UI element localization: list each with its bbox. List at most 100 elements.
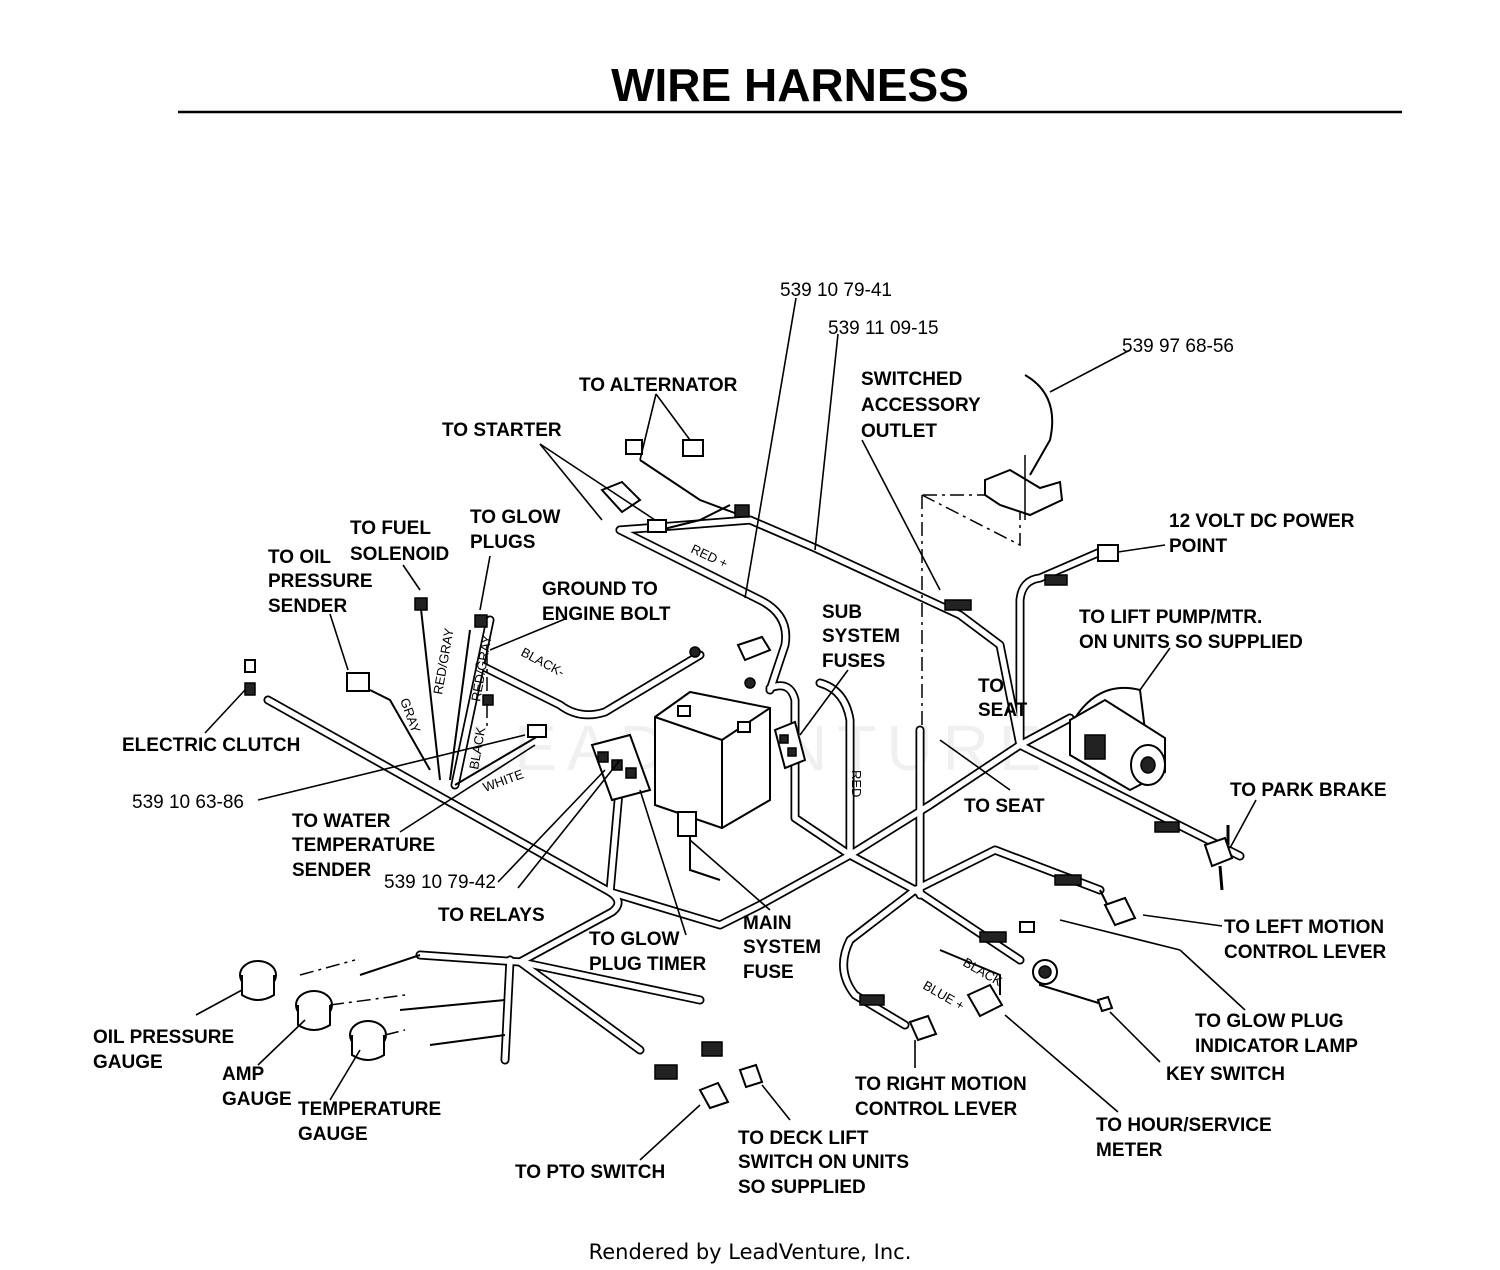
- label-key-switch: KEY SWITCH: [1166, 1064, 1285, 1085]
- label-sub-fuses-2: SYSTEM: [822, 626, 900, 647]
- hour-meter: [966, 921, 1035, 1018]
- callout-labels: TO ALTERNATOR TO STARTER SWITCHED ACCESS…: [93, 369, 1387, 1198]
- park-brake-switch: [1154, 821, 1234, 891]
- part-numbers: 539 10 79-41 539 11 09-15 539 97 68-56 5…: [132, 280, 1234, 893]
- label-main-fuse-2: SYSTEM: [743, 937, 821, 958]
- label-indicator-lamp-2: INDICATOR LAMP: [1195, 1036, 1358, 1057]
- clutch-connector-1: [244, 659, 256, 673]
- label-switched-outlet-1: SWITCHED: [861, 369, 962, 390]
- label-temp-gauge-1: TEMPERATURE: [298, 1099, 441, 1120]
- label-to-seat-a-2: SEAT: [978, 700, 1028, 721]
- part-number-5: 539 10 79-42: [384, 872, 496, 893]
- label-hour-meter-2: METER: [1096, 1140, 1163, 1161]
- footer-credit: Rendered by LeadVenture, Inc.: [589, 1240, 912, 1264]
- oil-sender-connector: [346, 672, 370, 692]
- clutch-connector-2: [244, 682, 256, 696]
- label-to-relays: TO RELAYS: [438, 905, 545, 926]
- gauge-leads-3: [429, 1034, 506, 1046]
- label-electric-clutch: ELECTRIC CLUTCH: [122, 735, 300, 756]
- relay-block: [590, 733, 652, 802]
- wire-label-black-minus: BLACK-: [519, 644, 568, 679]
- label-power-point-1: 12 VOLT DC POWER: [1169, 511, 1355, 532]
- water-sender-connector: [527, 724, 547, 738]
- wire-label-red: RED: [849, 770, 864, 797]
- label-glow-plugs-1: TO GLOW: [470, 507, 560, 528]
- label-temp-gauge-2: GAUGE: [298, 1124, 368, 1145]
- gauge-dash-3: [384, 1029, 406, 1036]
- left-motion-connector: [1054, 874, 1137, 927]
- power-point-connector: [1097, 544, 1119, 562]
- label-left-motion-1: TO LEFT MOTION: [1224, 917, 1384, 938]
- glow-plug-connector: [474, 614, 488, 628]
- label-to-starter: TO STARTER: [442, 420, 562, 441]
- label-glow-timer-2: PLUG TIMER: [589, 954, 706, 975]
- label-oil-sender-3: SENDER: [268, 596, 347, 617]
- battery: [654, 690, 771, 830]
- label-right-motion-2: CONTROL LEVER: [855, 1099, 1017, 1120]
- label-ground-2: ENGINE BOLT: [542, 604, 671, 625]
- harness-bundles: [263, 515, 1245, 1065]
- outlet-outline: [921, 494, 1021, 547]
- label-deck-lift-2: SWITCH ON UNITS: [738, 1152, 909, 1173]
- label-switched-outlet-2: ACCESSORY: [861, 395, 981, 416]
- wire-label-black-a: BLACK: [466, 726, 488, 771]
- label-indicator-lamp-1: TO GLOW PLUG: [1195, 1011, 1343, 1032]
- label-to-seat-a-1: TO: [978, 676, 1004, 697]
- label-ground-1: GROUND TO: [542, 579, 658, 600]
- ground-connector: [689, 635, 772, 689]
- wire-label-gray: GRAY: [397, 696, 423, 735]
- leader-lines: [195, 297, 1257, 1161]
- wire-label-black-b: BLACK: [961, 955, 1006, 989]
- thin-wires: [369, 374, 1146, 1006]
- label-to-seat-b: TO SEAT: [964, 796, 1045, 817]
- gauge-leads-2: [399, 999, 506, 1011]
- label-oil-sender-1: TO OIL: [268, 547, 331, 568]
- sub-system-fuses: [773, 720, 807, 770]
- label-park-brake: TO PARK BRAKE: [1230, 780, 1387, 801]
- label-amp-gauge-1: AMP: [222, 1064, 265, 1085]
- gauge-dash-2: [329, 994, 406, 1006]
- label-oil-gauge-1: OIL PRESSURE: [93, 1027, 234, 1048]
- main-system-fuse: [677, 811, 697, 837]
- label-oil-sender-2: PRESSURE: [268, 571, 373, 592]
- label-pto-switch: TO PTO SWITCH: [515, 1162, 665, 1183]
- outlet-plug: [944, 599, 972, 611]
- label-switched-outlet-3: OUTLET: [861, 421, 937, 442]
- part-number-3: 539 97 68-56: [1122, 336, 1234, 357]
- fuel-solenoid-connector: [414, 597, 428, 611]
- wire-label-blue-plus: BLUE +: [921, 978, 968, 1014]
- label-deck-lift-3: SO SUPPLIED: [738, 1177, 866, 1198]
- label-main-fuse-3: FUSE: [743, 962, 794, 983]
- label-lift-pump-2: ON UNITS SO SUPPLIED: [1079, 632, 1303, 653]
- wire-label-red-gray-1: RED/GRAY: [430, 627, 456, 696]
- part-number-4: 539 10 63-86: [132, 792, 244, 813]
- alternator-connector: [625, 439, 750, 518]
- right-motion-connector: [859, 994, 938, 1042]
- label-water-sender-1: TO WATER: [292, 811, 391, 832]
- lift-pump-motor: [1069, 698, 1166, 792]
- label-fuel-solenoid-2: SOLENOID: [350, 544, 449, 565]
- label-sub-fuses-1: SUB: [822, 602, 862, 623]
- page-title: WIRE HARNESS: [611, 59, 969, 111]
- label-lift-pump-1: TO LIFT PUMP/MTR.: [1079, 607, 1262, 628]
- label-hour-meter-1: TO HOUR/SERVICE: [1096, 1115, 1272, 1136]
- label-main-fuse-1: MAIN: [743, 913, 792, 934]
- temperature-gauge: [349, 1020, 387, 1061]
- label-oil-gauge-2: GAUGE: [93, 1052, 163, 1073]
- glow-plug-lead: [482, 694, 494, 706]
- label-deck-lift-1: TO DECK LIFT: [738, 1128, 869, 1149]
- label-water-sender-2: TEMPERATURE: [292, 835, 435, 856]
- gauge-leads-1: [359, 954, 421, 976]
- part-number-1: 539 10 79-41: [780, 280, 892, 301]
- power-point-plug: [1044, 574, 1068, 586]
- label-glow-plugs-2: PLUGS: [470, 532, 535, 553]
- label-left-motion-2: CONTROL LEVER: [1224, 942, 1386, 963]
- label-water-sender-3: SENDER: [292, 860, 371, 881]
- label-power-point-2: POINT: [1169, 536, 1227, 557]
- oil-pressure-gauge: [239, 960, 277, 1001]
- label-to-alternator: TO ALTERNATOR: [579, 375, 738, 396]
- label-glow-timer-1: TO GLOW: [589, 929, 679, 950]
- part-number-2: 539 11 09-15: [828, 318, 939, 339]
- accessory-outlet: [984, 455, 1064, 520]
